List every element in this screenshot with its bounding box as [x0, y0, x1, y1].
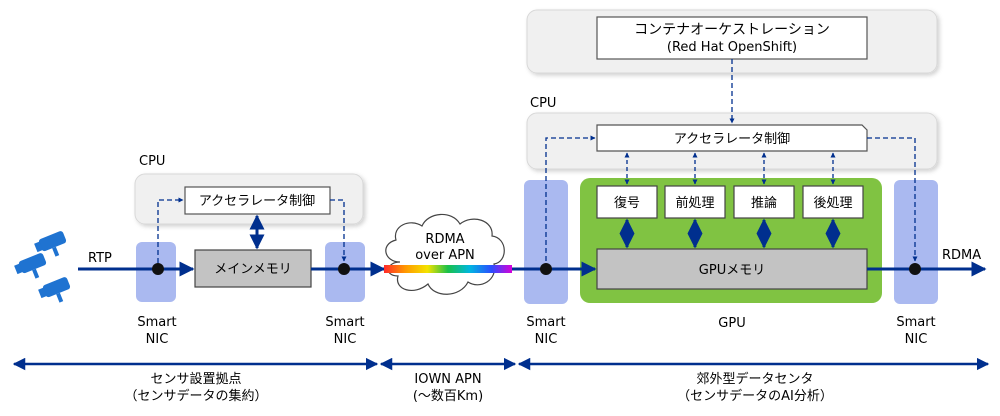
gpu-memory-box [596, 248, 868, 290]
gpu-label: GPU [718, 316, 745, 331]
gpu-memory-label: GPUメモリ [699, 263, 765, 278]
orchestration-title: コンテナオーケストレーション [634, 22, 830, 38]
camera-icon [14, 253, 47, 279]
accel-left-box [184, 186, 331, 215]
cpu-left-label: CPU [139, 154, 165, 169]
camera-icon [34, 231, 67, 257]
nic-3-line2: NIC [535, 332, 558, 347]
rdma-out-label: RDMA [942, 248, 981, 263]
region-3-line2: （センサデータのAI分析） [677, 388, 833, 404]
gpu-stage-decode-label: 復号 [614, 195, 640, 211]
gpu-stage-decode [596, 185, 658, 219]
ctrl-left-nic2 [330, 199, 347, 262]
nic-2-line2: NIC [334, 332, 357, 347]
apn-rainbow-link [384, 265, 512, 273]
accel-right-box [596, 124, 868, 152]
cloud-line2: over APN [415, 248, 475, 263]
gpu-stage-preprocess [664, 185, 726, 219]
nic-2-node [338, 263, 350, 275]
nic-1-line1: Smart [137, 315, 176, 330]
camera-icon [38, 277, 71, 303]
gpu-stage-inference [733, 185, 795, 219]
ctrl-left-nic1 [157, 197, 184, 263]
nic-4-line1: Smart [896, 315, 935, 330]
rdma-over-apn-cloud: RDMA over APN [385, 213, 505, 295]
orchestration-box [596, 16, 868, 60]
main-memory-box [194, 249, 312, 288]
nic-2-line1: Smart [325, 315, 364, 330]
main-memory-label: メインメモリ [214, 262, 292, 277]
gpu-stage-postprocess-label: 後処理 [813, 196, 852, 211]
gpu-stage-inference-label: 推論 [751, 195, 777, 211]
cloud-line1: RDMA [425, 232, 464, 247]
nic-3-node [540, 263, 552, 275]
stage-to-gpumem-links [619, 218, 841, 249]
accel-right-label: アクセラレータ制御 [674, 132, 790, 147]
cpu-right-label: CPU [530, 96, 556, 111]
ctrl-right-nic3 [545, 135, 596, 261]
ctrl-right-nic4 [867, 137, 918, 262]
region-2-line2: (〜数百Km) [413, 389, 483, 404]
region-1-line1: センサ設置拠点 [150, 371, 241, 387]
nic-4-line2: NIC [905, 332, 928, 347]
nic-3-line1: Smart [526, 315, 565, 330]
region-2-line1: IOWN APN [414, 372, 481, 387]
nic-1-node [152, 263, 164, 275]
region-3-line1: 郊外型データセンタ [696, 371, 813, 387]
accel-left-label: アクセラレータ制御 [199, 194, 315, 209]
gpu-stage-postprocess [802, 185, 864, 219]
ctrl-accel-to-stages [624, 152, 836, 185]
gpu-stages: 復号 前処理 推論 後処理 [596, 185, 864, 219]
orchestration-subtitle: (Red Hat OpenShift) [667, 40, 797, 55]
gpu-stage-preprocess-label: 前処理 [675, 195, 714, 211]
region-1-line2: （センサデータの集約） [124, 388, 267, 404]
rtp-label: RTP [88, 251, 112, 266]
smart-nic-4 [894, 180, 938, 304]
nic-1-line2: NIC [146, 332, 169, 347]
nic-4-node [909, 263, 921, 275]
